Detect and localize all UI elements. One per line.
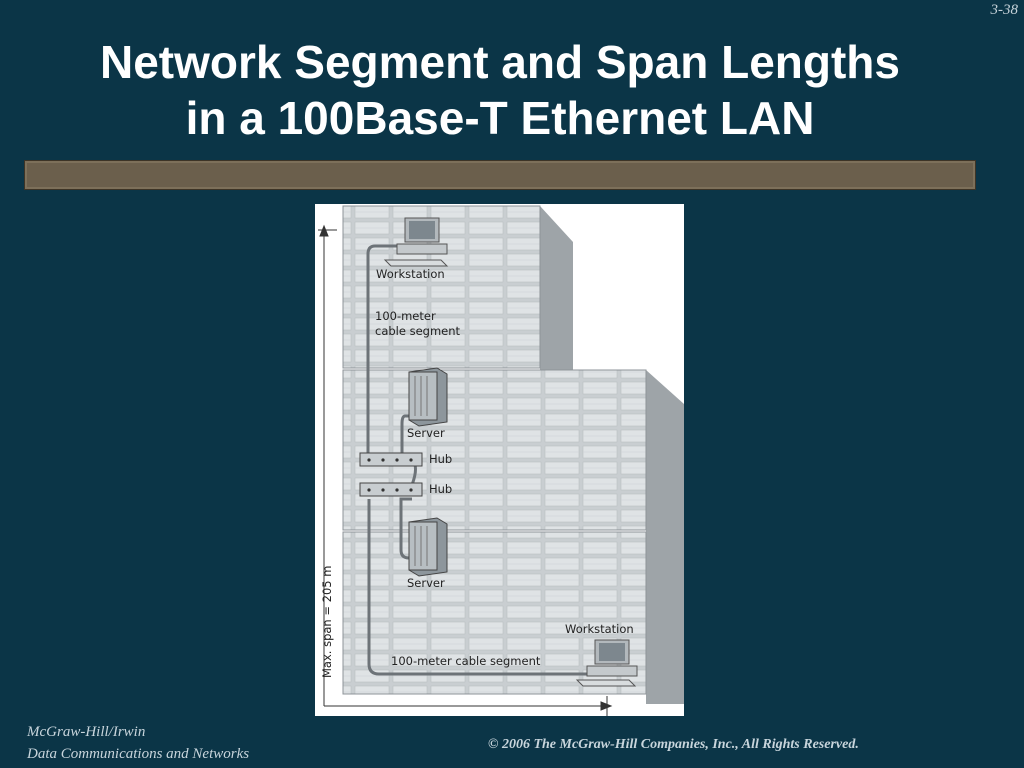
footer-publisher: McGraw-Hill/Irwin (27, 724, 146, 740)
top-segment-label-line-1: 100-meter (375, 309, 436, 323)
bottom-workstation-label: Workstation (565, 622, 634, 636)
hub-1-label: Hub (429, 452, 452, 466)
title-line-1: Network Segment and Span Lengths (100, 36, 900, 88)
top-workstation-label: Workstation (376, 267, 445, 281)
max-span-label: Max. span = 205 m (320, 566, 334, 678)
top-workstation-computer (383, 217, 449, 267)
server-2-label: Server (407, 576, 445, 590)
network-diagram: Workstation 100-meter cable segment Serv… (315, 204, 684, 716)
hub-2 (359, 482, 423, 497)
upper-building-section (342, 205, 573, 370)
footer-publisher-block: McGraw-Hill/Irwin Data Communications an… (27, 721, 249, 765)
building-network-svg: Workstation 100-meter cable segment Serv… (318, 205, 684, 716)
middle-building-section (342, 369, 684, 704)
slide-title: Network Segment and Span Lengths in a 10… (0, 34, 1000, 146)
title-line-2: in a 100Base-T Ethernet LAN (185, 92, 815, 144)
cables (366, 244, 605, 676)
bottom-segment-label: 100-meter cable segment (391, 654, 541, 668)
footer-copyright: © 2006 The McGraw-Hill Companies, Inc., … (488, 737, 859, 752)
top-segment-label-line-2: cable segment (375, 324, 461, 338)
hub-2-label: Hub (429, 482, 452, 496)
footer-book-title: Data Communications and Networks (27, 746, 250, 762)
title-divider-bar (24, 160, 976, 190)
slide-number: 3-38 (990, 2, 1019, 18)
span-dimension-arrow (318, 224, 613, 716)
server-2 (408, 517, 448, 577)
bottom-workstation-computer (575, 639, 638, 687)
server-1 (408, 367, 448, 427)
server-1-label: Server (407, 426, 445, 440)
hub-1 (359, 452, 423, 467)
